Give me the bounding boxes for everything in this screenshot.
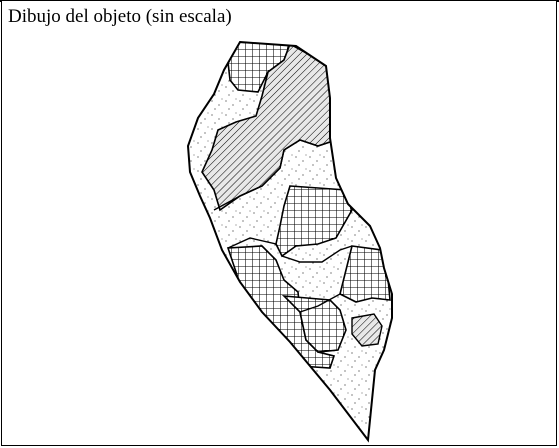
object-outline xyxy=(186,40,393,443)
figure-caption: Dibujo del objeto (sin escala) xyxy=(8,6,232,27)
hatched-region-small xyxy=(351,313,383,347)
crosshatch-region-lower-center xyxy=(281,295,347,353)
object-drawing xyxy=(186,40,393,443)
